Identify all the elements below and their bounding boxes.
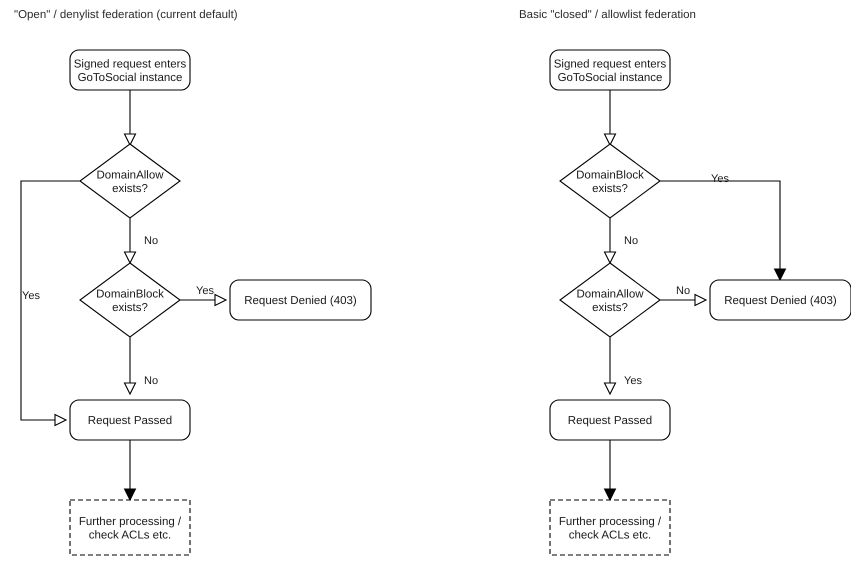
node-closed-allowlist-domain-allow[interactable] — [559, 262, 661, 338]
edge-label-block-yes-to-denied: Yes — [196, 285, 214, 297]
node-label-open-denylist-denied: Request Denied (403) — [244, 295, 357, 307]
arrowhead-allow-no-to-block — [123, 251, 137, 265]
edge-block-yes-to-denied — [660, 180, 781, 272]
node-closed-allowlist-domain-block[interactable] — [559, 143, 661, 219]
arrowhead-entry-to-block — [603, 133, 617, 147]
node-open-denylist-entry[interactable] — [69, 49, 191, 91]
edge-label-block-yes-to-denied: Yes — [711, 173, 729, 185]
node-open-denylist-domain-allow[interactable] — [79, 143, 181, 219]
node-open-denylist-domain-block[interactable] — [79, 262, 181, 338]
node-label-open-denylist-passed: Request Passed — [88, 415, 172, 427]
arrowhead-block-no-to-passed — [123, 382, 137, 396]
arrowhead-allow-yes-loopback — [54, 413, 68, 427]
edge-label-block-no-to-passed: No — [144, 375, 158, 387]
node-closed-allowlist-denied[interactable] — [709, 279, 851, 321]
arrowhead-passed-to-further — [603, 488, 617, 502]
edge-label-allow-yes-to-passed: Yes — [624, 375, 642, 387]
arrowhead-allow-no-to-denied — [694, 293, 708, 307]
node-label-closed-allowlist-further: Further processing /check ACLs etc. — [559, 516, 662, 542]
arrowhead-allow-yes-to-passed — [603, 382, 617, 396]
arrowhead-block-yes-to-denied — [214, 293, 228, 307]
arrowhead-block-no-to-allow — [603, 251, 617, 265]
node-closed-allowlist-entry[interactable] — [549, 49, 671, 91]
arrowhead-entry-to-allow — [123, 133, 137, 147]
edge-label-allow-no-to-block: No — [144, 235, 158, 247]
node-label-closed-allowlist-passed: Request Passed — [568, 415, 652, 427]
panel-title-open-denylist: "Open" / denylist federation (current de… — [14, 9, 238, 21]
node-closed-allowlist-passed[interactable] — [549, 399, 671, 441]
edge-label-block-no-to-allow: No — [624, 235, 638, 247]
node-open-denylist-denied[interactable] — [229, 279, 372, 321]
edge-label-allow-no-to-denied: No — [676, 285, 690, 297]
node-open-denylist-passed[interactable] — [69, 399, 191, 441]
node-label-open-denylist-further: Further processing /check ACLs etc. — [79, 516, 182, 542]
edge-label-allow-yes-loopback: Yes — [22, 290, 40, 302]
edge-allow-yes-loopback — [20, 180, 80, 421]
flow-panel-open-denylist: "Open" / denylist federation (current de… — [14, 9, 372, 556]
node-closed-allowlist-further[interactable] — [549, 499, 671, 556]
arrowhead-passed-to-further — [123, 488, 137, 502]
arrowhead-block-yes-to-denied — [773, 268, 787, 282]
panel-title-closed-allowlist: Basic "closed" / allowlist federation — [519, 9, 696, 21]
node-label-closed-allowlist-denied: Request Denied (403) — [724, 295, 837, 307]
flow-panel-closed-allowlist: Basic "closed" / allowlist federationNoY… — [519, 9, 851, 556]
node-open-denylist-further[interactable] — [69, 499, 191, 556]
